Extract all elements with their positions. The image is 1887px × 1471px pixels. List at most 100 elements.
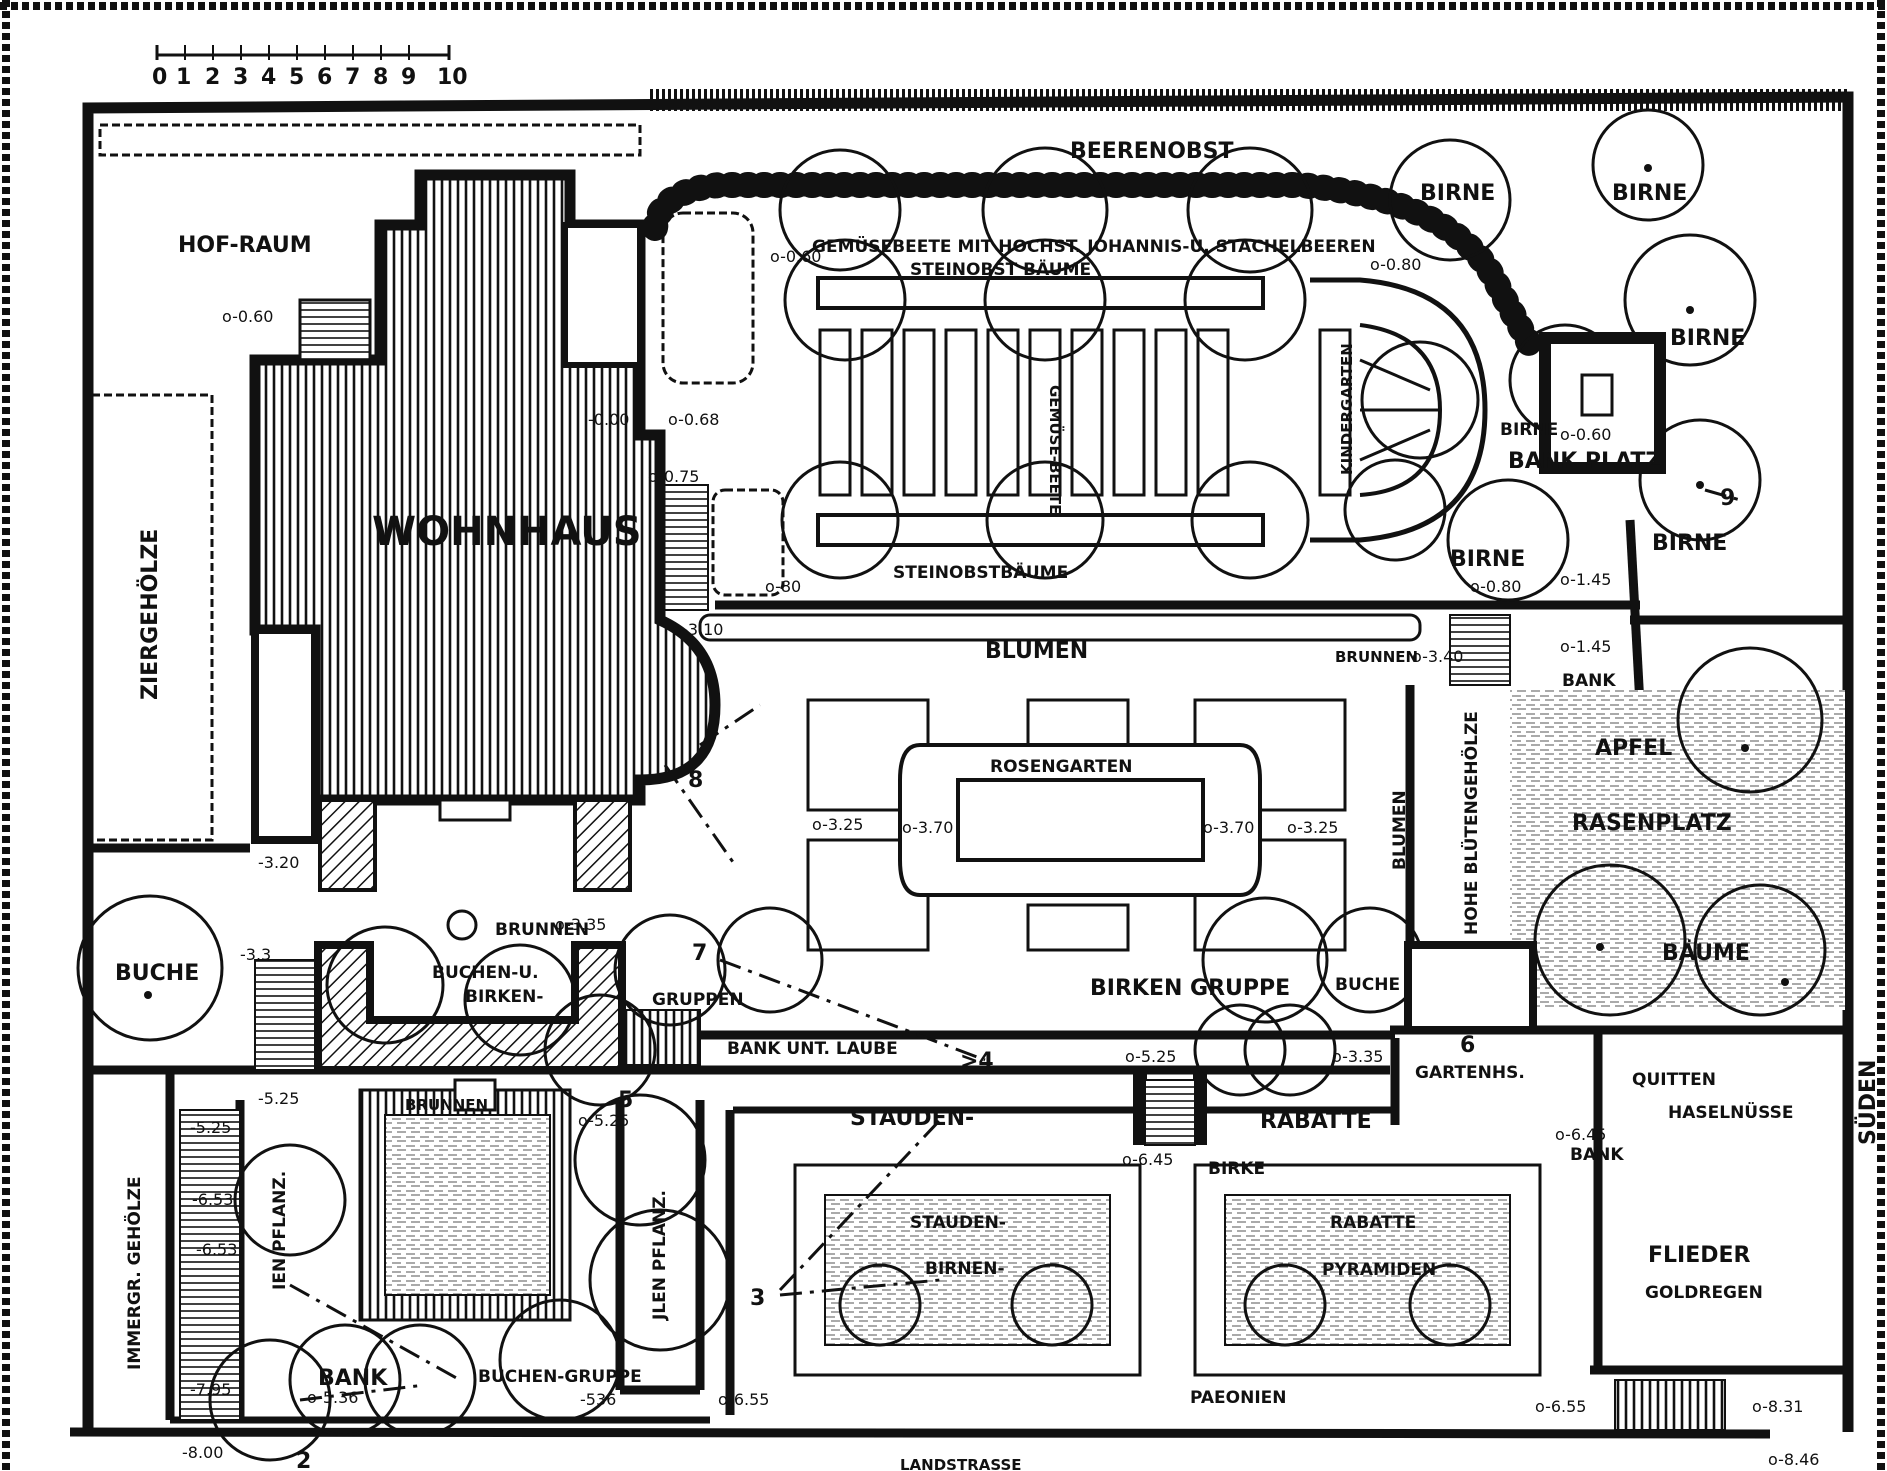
label-birke: BIRKE xyxy=(1208,1159,1265,1179)
level-3-20: -3.20 xyxy=(258,853,299,872)
label-pyramiden: PYRAMIDEN xyxy=(1322,1260,1436,1280)
level-0-68: o-0.68 xyxy=(668,410,719,429)
lawn-area xyxy=(1510,690,1845,1010)
scale-tick-6: 6 xyxy=(317,65,332,90)
hedges xyxy=(90,123,1543,842)
level-5-36-a: o-5.36 xyxy=(307,1388,358,1407)
level-6-45-a: o-6.45 xyxy=(1122,1150,1173,1169)
label-paeonien: PAEONIEN xyxy=(1190,1388,1287,1408)
scale-tick-5: 5 xyxy=(289,65,304,90)
label-bank-unt-laube: BANK UNT. LAUBE xyxy=(727,1039,898,1059)
label-immergr: IMMERGR. GEHÖLZE xyxy=(123,1176,145,1370)
level-5-25-a: o-5.25 xyxy=(1125,1047,1176,1066)
level-8-31: o-8.31 xyxy=(1752,1397,1803,1416)
viewpoint-8: 8 xyxy=(688,768,703,793)
brunnen-fountain xyxy=(446,909,478,941)
trees xyxy=(76,108,1827,1462)
wohnhaus-building xyxy=(249,169,721,892)
viewpoint-2: 2 xyxy=(296,1449,311,1471)
level-6-53-b: -6.53 xyxy=(196,1240,237,1259)
label-suden: SÜDEN xyxy=(1855,1060,1881,1145)
label-hof-raum: HOF-RAUM xyxy=(178,233,312,258)
label-flieder: FLIEDER xyxy=(1648,1243,1751,1268)
level-0-80-a: o-0.80 xyxy=(1370,255,1421,274)
label-brunnen-3: BRUNNEN xyxy=(405,1096,488,1114)
label-wohnhaus: WOHNHAUS xyxy=(372,509,642,555)
level-3-25-a: o-3.25 xyxy=(812,815,863,834)
label-rasenplatz: RASENPLATZ xyxy=(1572,811,1732,836)
label-landstrasse: LANDSTRASSE xyxy=(900,1456,1022,1471)
level-0-60-a: o-0.60 xyxy=(770,247,821,266)
view-lines xyxy=(289,488,1741,1402)
level-5-25-c: -5.25 xyxy=(190,1118,231,1137)
label-haselnusse: HASELNÜSSE xyxy=(1668,1101,1793,1123)
label-gartenhs: GARTENHS. xyxy=(1415,1063,1525,1083)
label-stauden: STAUDEN- xyxy=(850,1106,974,1131)
bank-platz-structure xyxy=(1539,332,1666,474)
label-apfel: APFEL xyxy=(1595,736,1672,761)
label-goldregen: GOLDREGEN xyxy=(1645,1283,1763,1303)
level-7-95: -7.95 xyxy=(190,1380,231,1399)
scale-tick-7: 7 xyxy=(345,65,360,90)
scale-bar: 0 1 2 3 4 5 6 7 8 9 10 xyxy=(152,45,468,90)
label-birne-1: BIRNE xyxy=(1420,181,1495,206)
viewpoint-4: >4 xyxy=(960,1049,994,1074)
level-0-80-b: o-80 xyxy=(765,577,801,596)
level-3-10: o-3.10 xyxy=(672,620,723,639)
label-birken-gruppe: BIRKEN GRUPPE xyxy=(1090,976,1290,1001)
level-5-36-b: -536 xyxy=(580,1390,616,1409)
label-pflanz-1: IEN PFLANZ. xyxy=(270,1171,290,1290)
level-0-00: -0.00 xyxy=(588,410,629,429)
level-6-55-a: o-6.55 xyxy=(718,1390,769,1409)
label-buchen-gruppe: BUCHEN-GRUPPE xyxy=(478,1367,642,1387)
label-birne-2: BIRNE xyxy=(1612,181,1687,206)
level-3-25-b: o-3.25 xyxy=(1287,818,1338,837)
label-buche-1: BUCHE xyxy=(115,961,199,986)
viewpoints: 2 3 >4 5 6 7 8 9 xyxy=(296,486,1735,1471)
label-bank-3: BANK xyxy=(318,1366,388,1391)
label-brunnen-2: BRUNNEN xyxy=(495,920,589,940)
internal-walls xyxy=(88,519,1848,1424)
vegetable-beds xyxy=(816,276,1488,547)
rose-garden-beds xyxy=(806,698,1347,952)
label-gemusebeete-line: GEMÜSEBEETE MIT HOCHST. JOHANNIS-U. STAC… xyxy=(812,235,1376,257)
level-5-25-b: -5.25 xyxy=(258,1089,299,1108)
tree-dots xyxy=(144,164,1789,999)
label-gemuse-beete: GEMÜSE-BEETE xyxy=(1046,385,1065,514)
gartenhaus xyxy=(1404,941,1537,1034)
elevation-levels: o-0.60 o-0.60 o-0.80 -0.00 o-0.68 o-0.75… xyxy=(182,247,1819,1469)
label-rabatte-1: RABATTE xyxy=(1260,1109,1372,1134)
label-quitten: QUITTEN xyxy=(1632,1070,1716,1090)
level-8-46: o-8.46 xyxy=(1768,1450,1819,1469)
level-6-53-a: -6.53 xyxy=(192,1190,233,1209)
label-birnen: BIRNEN- xyxy=(925,1259,1005,1279)
level-3-3: -3.3 xyxy=(240,945,271,964)
label-beerenobst: BEERENOBST xyxy=(1070,139,1234,164)
level-3-35-a: o-3.35 xyxy=(555,915,606,934)
label-blumen-1: BLUMEN xyxy=(985,639,1088,664)
label-pflanz-2: JLEN PFLANZ. xyxy=(650,1190,670,1321)
scale-tick-2: 2 xyxy=(205,65,220,90)
scale-tick-1: 1 xyxy=(176,65,191,90)
viewpoint-5: 5 xyxy=(618,1088,633,1113)
scale-tick-3: 3 xyxy=(233,65,248,90)
label-ziergeholze: ZIERGEHÖLZE xyxy=(137,529,163,700)
scale-tick-8: 8 xyxy=(373,65,388,90)
level-1-45-b: o-1.45 xyxy=(1560,637,1611,656)
label-bank-2: BANK xyxy=(1570,1145,1624,1165)
label-buche-2: BUCHE xyxy=(1335,975,1400,995)
plan-labels: HOF-RAUM WOHNHAUS ZIERGEHÖLZE BEERENOBST… xyxy=(115,139,1881,1471)
label-brunnen-1: BRUNNEN xyxy=(1335,648,1418,666)
label-stauden-2: STAUDEN- xyxy=(910,1213,1006,1233)
boundary-walls xyxy=(69,89,1854,1439)
scale-tick-9: 9 xyxy=(401,65,416,90)
label-birne-4: BIRNE xyxy=(1500,420,1558,440)
level-3-40: o-3.40 xyxy=(1412,647,1463,666)
viewpoint-6: 6 xyxy=(1460,1033,1475,1058)
level-3-70-a: o-3.70 xyxy=(902,818,953,837)
level-1-45-a: o-1.45 xyxy=(1560,570,1611,589)
level-0-75: o-0.75 xyxy=(648,467,699,486)
label-bank-platz: BANK PLATZ xyxy=(1508,449,1661,474)
